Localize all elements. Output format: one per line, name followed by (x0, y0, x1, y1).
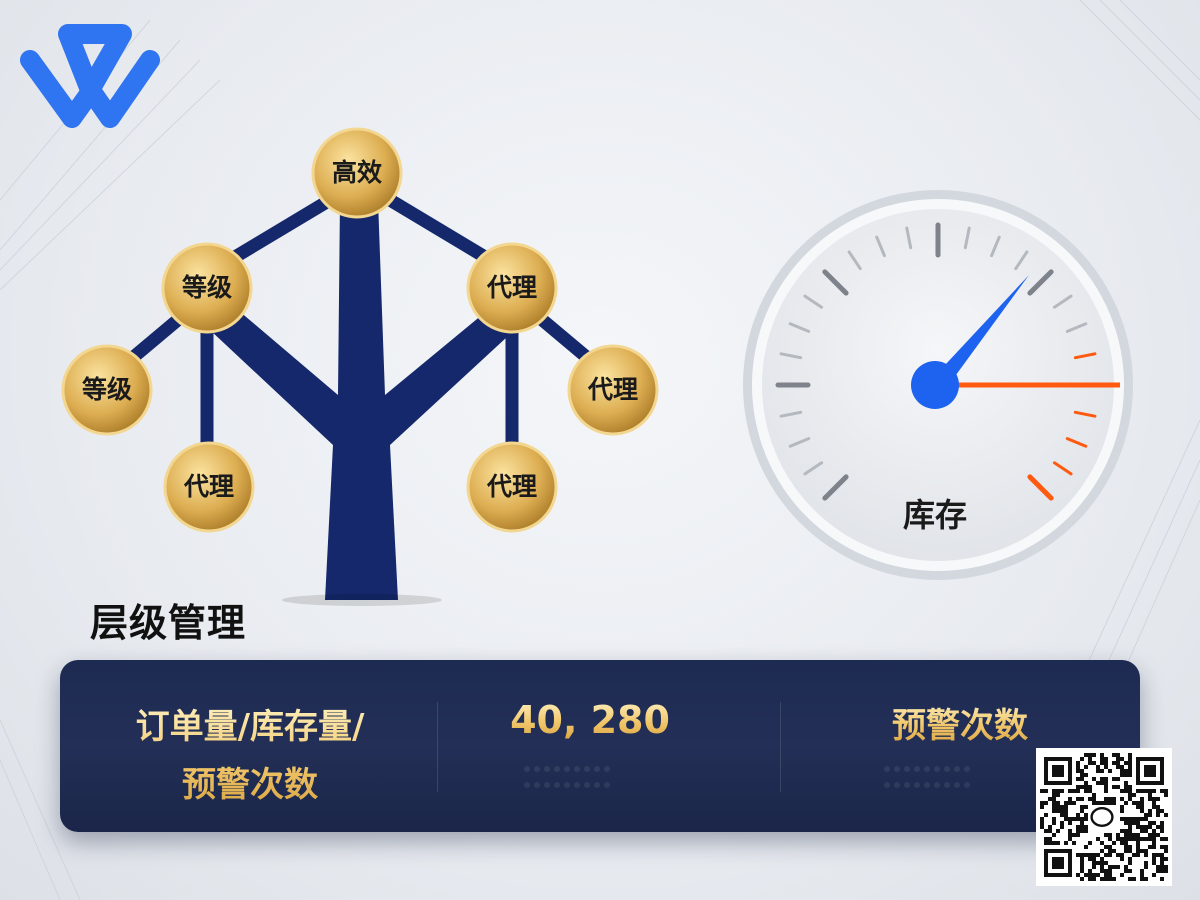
gauge-tick (1052, 294, 1073, 309)
gauge-label: 库存 (902, 496, 967, 534)
wechat-qr-code-icon (1036, 748, 1172, 886)
dot (574, 766, 580, 772)
tree-node: 代理 (486, 273, 537, 302)
tree-node: 代理 (183, 472, 234, 501)
dot (534, 782, 540, 788)
dot (914, 766, 920, 772)
dot (964, 766, 970, 772)
gauge-tick (990, 235, 1001, 258)
gauge-tick (963, 226, 971, 250)
gauge-tick (803, 461, 824, 476)
dot (904, 782, 910, 788)
dot (524, 782, 530, 788)
dot (934, 782, 940, 788)
dot (564, 766, 570, 772)
dot (584, 766, 590, 772)
gauge-tick (847, 250, 862, 271)
gauge-tick (1027, 474, 1054, 501)
gauge-tick (822, 269, 849, 296)
dot (594, 766, 600, 772)
gauge-hub (911, 361, 959, 409)
gauge-tick (803, 294, 824, 309)
dot (564, 782, 570, 788)
divider (437, 702, 438, 792)
metric-label-line2: 预警次数 (182, 765, 318, 805)
tree-node: 等级 (81, 375, 132, 404)
dot (884, 766, 890, 772)
dot (894, 782, 900, 788)
gauge-tick (1014, 250, 1029, 271)
dot (544, 766, 550, 772)
metric-label: 订单量/库存量/ 预警次数 (120, 698, 380, 814)
gauge-tick (875, 235, 886, 258)
dot (954, 782, 960, 788)
section-title: 层级管理 (90, 601, 247, 645)
hierarchy-tree (61, 127, 659, 606)
gauge-tick (1065, 437, 1088, 448)
dot (604, 766, 610, 772)
dot (954, 766, 960, 772)
dot (894, 766, 900, 772)
dot (594, 782, 600, 788)
gauge-tick (779, 352, 803, 360)
gauge-tick (1027, 269, 1054, 296)
dot (604, 782, 610, 788)
dot (944, 766, 950, 772)
dot (944, 782, 950, 788)
metrics-panel: 订单量/库存量/ 预警次数 40, 280 预警次数 (60, 660, 1140, 832)
gauge-tick (1065, 322, 1088, 333)
dot (524, 766, 530, 772)
tree-node-root: 高效 (331, 158, 382, 187)
dot (584, 782, 590, 788)
gauge-tick (779, 410, 803, 418)
metric-label-line1: 订单量/库存量/ (135, 707, 365, 747)
tree-node: 代理 (486, 472, 537, 501)
gauge-tick (822, 474, 849, 501)
dot-pattern (884, 766, 974, 788)
metric-warning-count-label: 预警次数 (840, 698, 1080, 747)
dot (934, 766, 940, 772)
dot (574, 782, 580, 788)
dot (534, 766, 540, 772)
divider (780, 702, 781, 792)
dot (914, 782, 920, 788)
wps-logo-icon (20, 24, 160, 128)
gauge-tick (1052, 461, 1073, 476)
inventory-gauge (743, 190, 1133, 580)
dot (924, 766, 930, 772)
dot (554, 766, 560, 772)
dot (884, 782, 890, 788)
dot (554, 782, 560, 788)
metric-value: 40, 280 (480, 698, 700, 742)
tree-node: 代理 (587, 375, 638, 404)
gauge-tick (1073, 410, 1097, 418)
dot (964, 782, 970, 788)
gauge-tick (1073, 352, 1097, 360)
gauge-tick (788, 322, 811, 333)
dot (904, 766, 910, 772)
dot-pattern (524, 766, 614, 788)
gauge-tick (905, 226, 913, 250)
tree-node: 等级 (181, 273, 232, 302)
dot (544, 782, 550, 788)
dot (924, 782, 930, 788)
gauge-tick (788, 437, 811, 448)
gauge-needle (931, 275, 1029, 390)
